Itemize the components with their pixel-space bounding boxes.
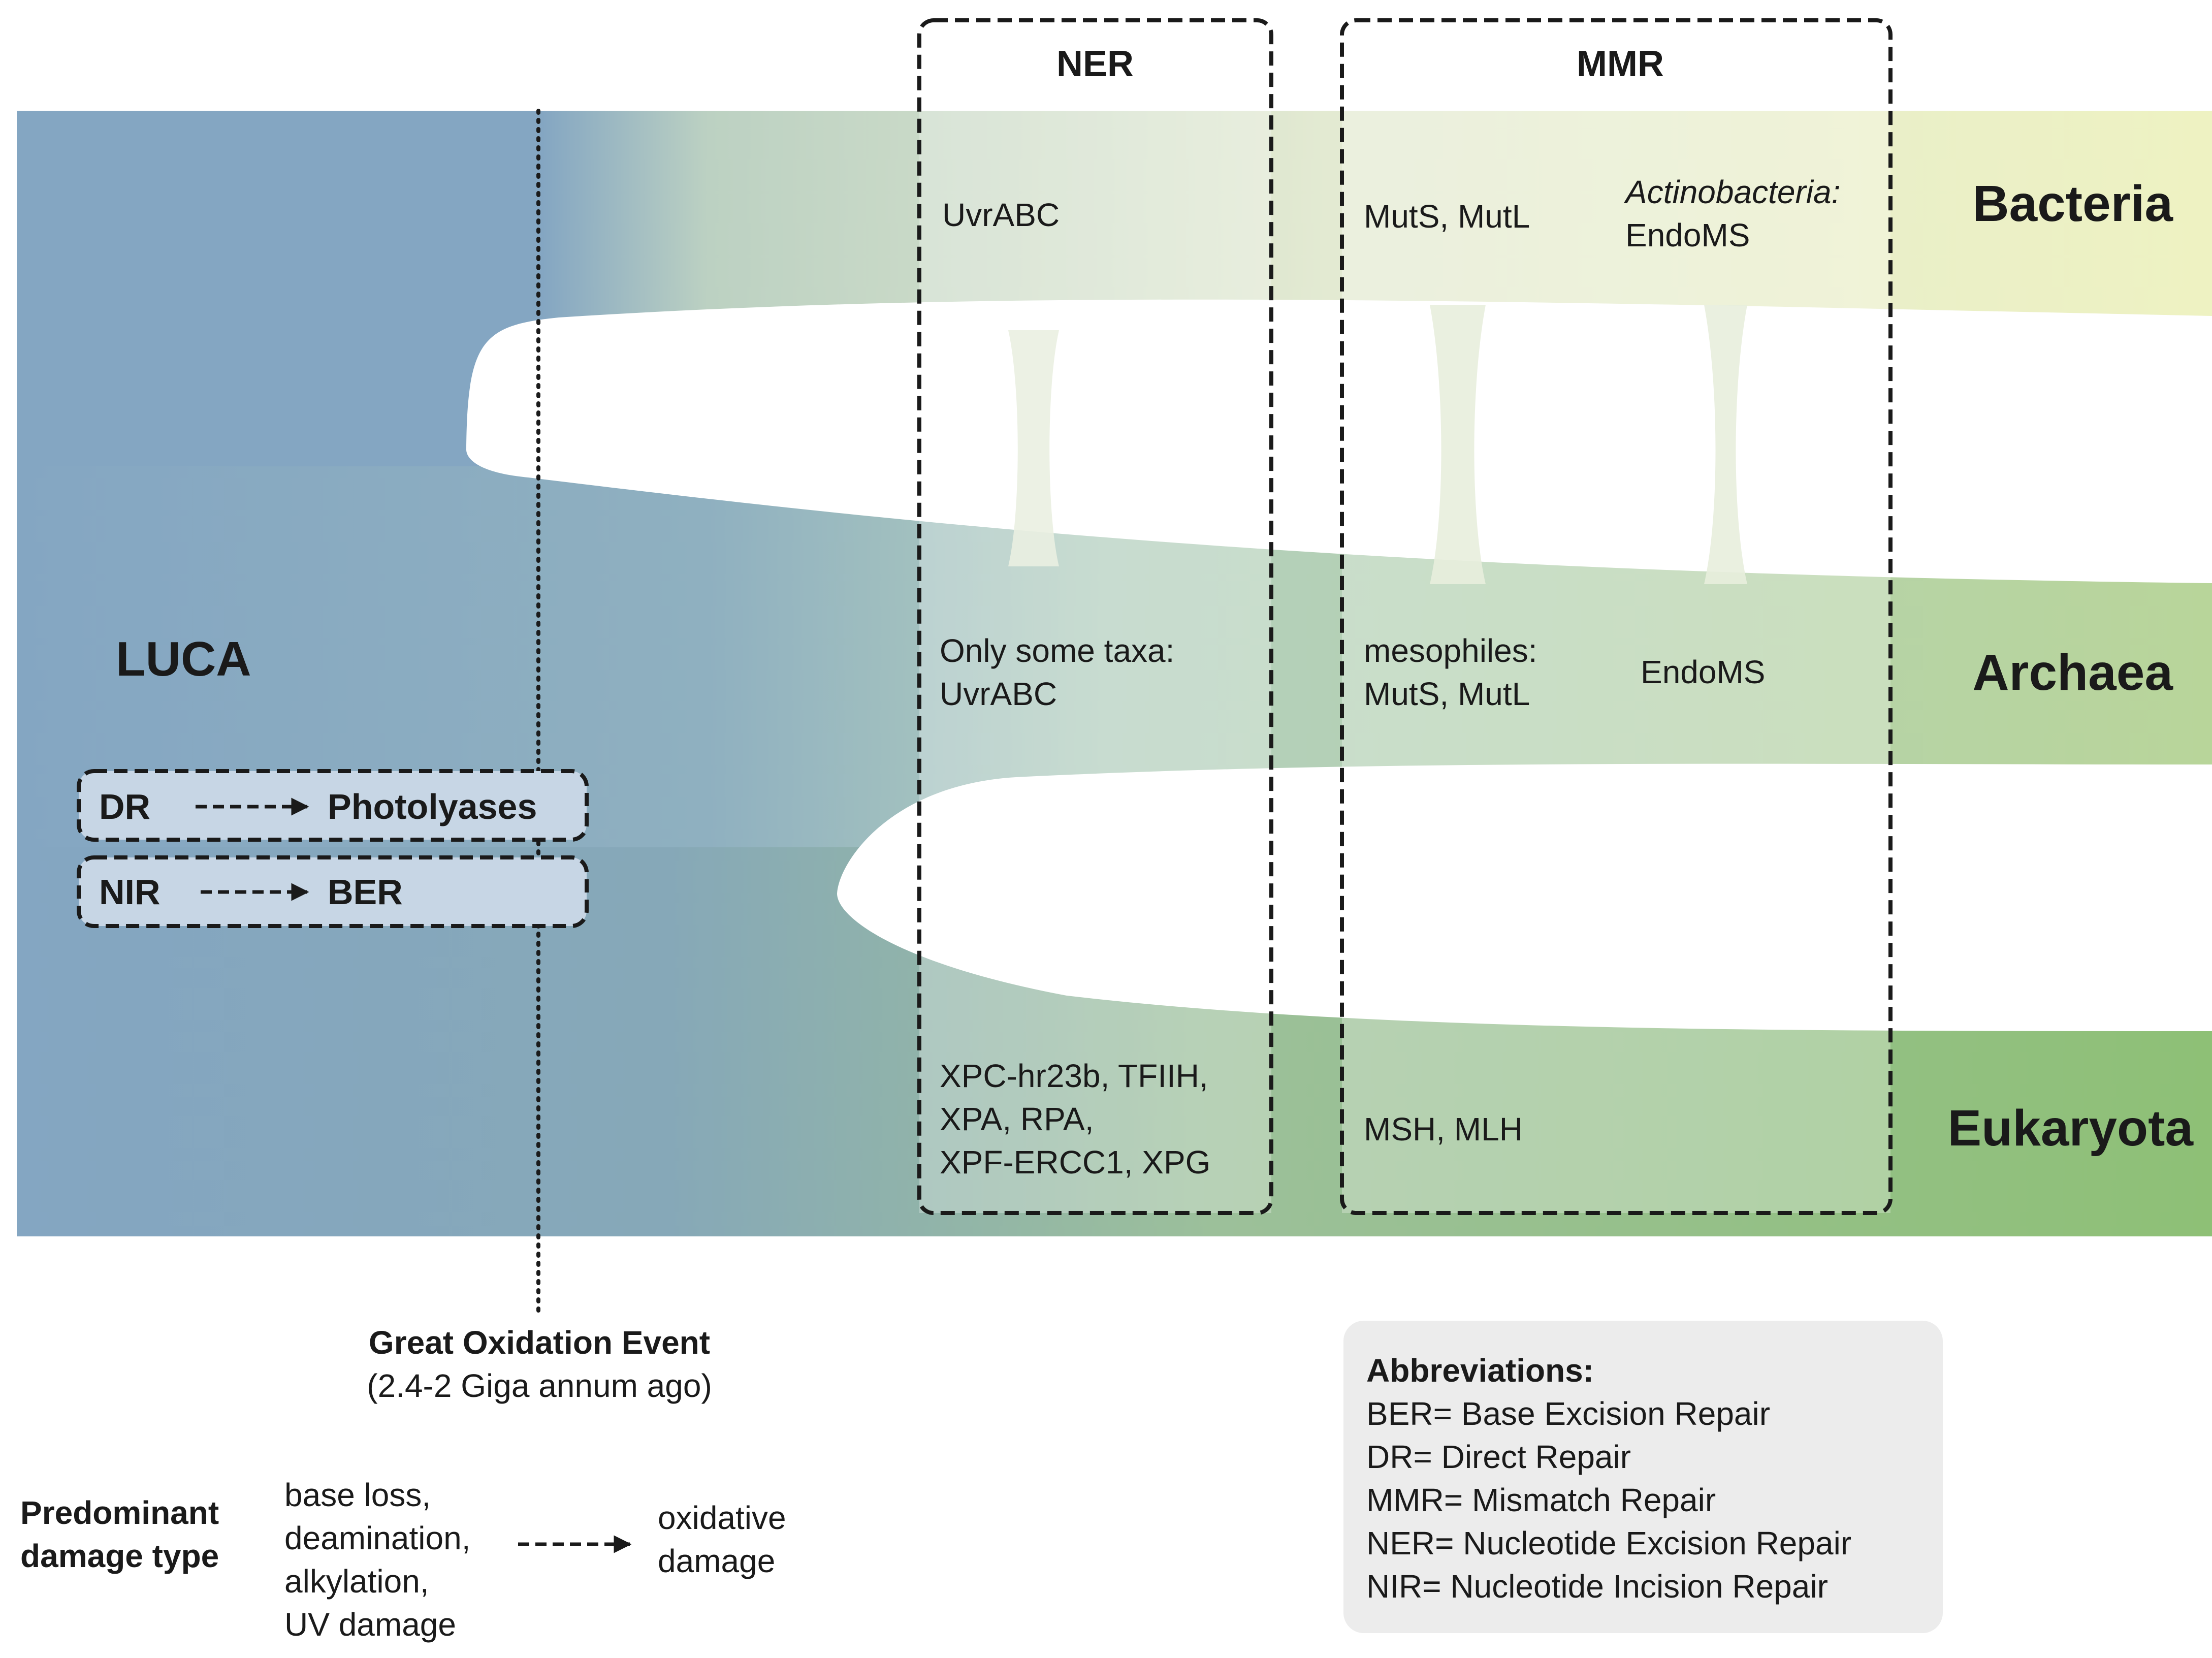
mmr-title: MMR — [1577, 44, 1664, 84]
abbreviation-item: NER= Nucleotide Excision Repair — [1366, 1525, 1851, 1561]
damage-type-section: Predominant damage type base loss, deami… — [20, 1477, 786, 1643]
transition-dr-to: Photolyases — [328, 787, 537, 826]
domain-label-eukaryota: Eukaryota — [1947, 1100, 2194, 1157]
transition-nir-box — [77, 855, 589, 928]
damage-before-line-1: base loss, — [284, 1477, 431, 1513]
damage-before-line-2: deamination, — [284, 1520, 470, 1556]
ner-archaea-line-1: Only some taxa: — [940, 632, 1174, 669]
divergence-gap-bacteria-archaea — [466, 299, 2212, 583]
ner-bacteria-text: UvrABC — [942, 197, 1060, 233]
abbreviation-item: DR= Direct Repair — [1366, 1439, 1631, 1475]
mmr-bacteria-text: MutS, MutL — [1364, 198, 1530, 235]
transition-dr: DR Photolyases — [77, 769, 589, 842]
ner-eukaryota-line-1: XPC-hr23b, TFIIH, — [940, 1058, 1208, 1094]
ner-eukaryota-line-2: XPA, RPA, — [940, 1101, 1094, 1137]
ner-box-overlay — [919, 111, 1271, 1213]
abbreviations-box — [1343, 1321, 1943, 1633]
domain-label-archaea: Archaea — [1972, 644, 2173, 701]
abbreviation-item: BER= Base Excision Repair — [1366, 1395, 1770, 1432]
transition-dr-box — [77, 769, 589, 842]
mmr-archaea-line-1: mesophiles: — [1364, 632, 1537, 669]
damage-before-line-4: UV damage — [284, 1606, 456, 1643]
mmr-box-overlay — [1342, 111, 1890, 1213]
mmr-bacteria-note: EndoMS — [1625, 217, 1750, 253]
transition-dr-from: DR — [99, 787, 150, 826]
damage-before-line-3: alkylation, — [284, 1563, 429, 1600]
mmr-archaea-note: EndoMS — [1641, 654, 1765, 690]
abbreviation-item: NIR= Nucleotide Incision Repair — [1366, 1568, 1828, 1605]
divergence-gap-archaea-eukaryota — [837, 763, 2212, 1031]
abbreviations-legend: Abbreviations: BER= Base Excision Repair… — [1343, 1321, 1943, 1633]
goe-title: Great Oxidation Event — [369, 1324, 710, 1361]
transition-nir-to: BER — [328, 872, 403, 912]
connector-bridges — [1008, 305, 1747, 584]
transition-nir: NIR BER — [77, 855, 589, 928]
mmr-bacteria-note-taxon: Actinobacteria: — [1623, 174, 1840, 210]
ner-box — [917, 18, 1273, 1215]
abbreviations-title: Abbreviations: — [1366, 1352, 1594, 1389]
mmr-archaea-line-2: MutS, MutL — [1364, 676, 1530, 712]
abbreviation-item: MMR= Mismatch Repair — [1366, 1482, 1716, 1518]
transition-nir-from: NIR — [99, 872, 161, 912]
luca-label: LUCA — [116, 632, 251, 686]
ner-eukaryota-line-3: XPF-ERCC1, XPG — [940, 1144, 1210, 1181]
damage-after-line-1: oxidative — [658, 1500, 786, 1536]
domain-label-bacteria: Bacteria — [1972, 175, 2173, 232]
damage-label-line-2: damage type — [20, 1538, 219, 1574]
mmr-eukaryota-text: MSH, MLH — [1364, 1111, 1523, 1147]
damage-label-line-1: Predominant — [20, 1494, 219, 1531]
ner-title: NER — [1056, 44, 1134, 84]
ner-archaea-line-2: UvrABC — [940, 676, 1057, 712]
damage-after-line-2: damage — [658, 1543, 775, 1579]
mmr-box — [1340, 18, 1893, 1215]
goe-subtitle: (2.4-2 Giga annum ago) — [367, 1367, 712, 1404]
